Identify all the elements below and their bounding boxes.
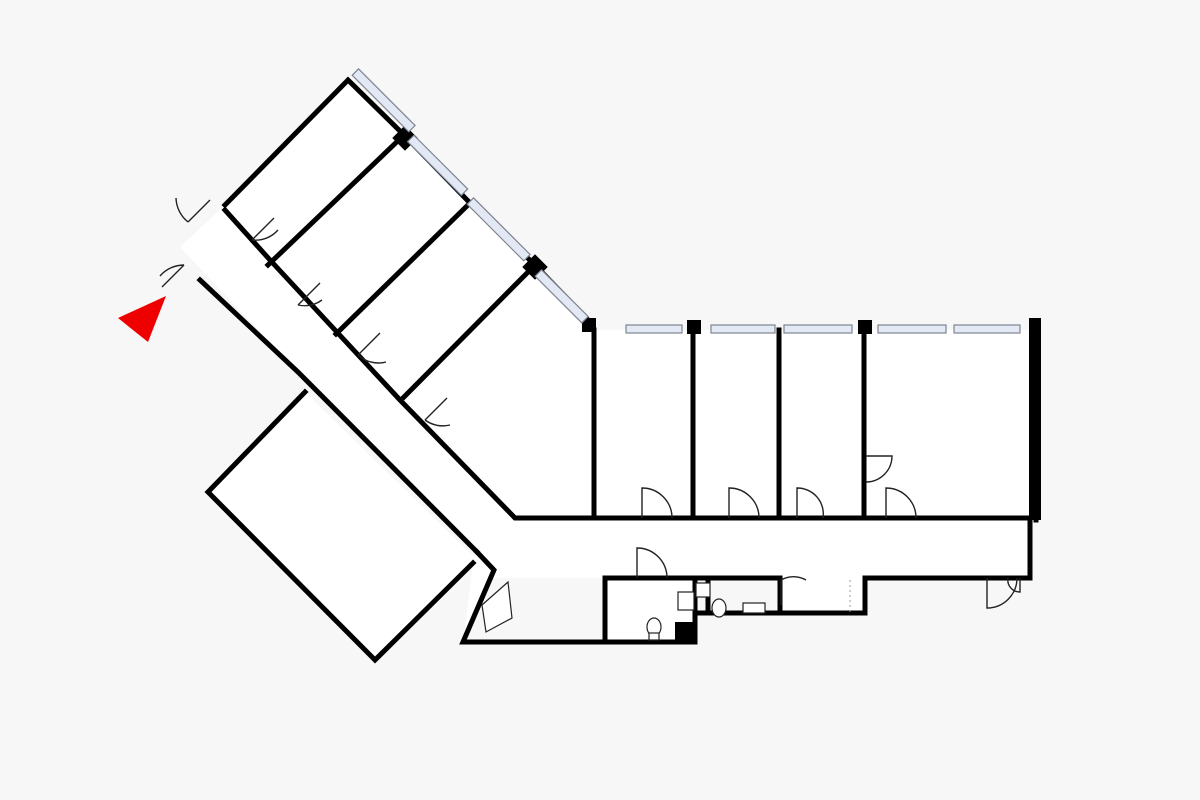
- entrance-marker-icon: [118, 296, 166, 342]
- storage-outline: [204, 388, 477, 664]
- door-swing-icon[interactable]: [885, 487, 917, 519]
- window-icon: [877, 324, 947, 334]
- door-swing-icon[interactable]: [297, 282, 323, 307]
- corridor-bottom-wall: [459, 548, 608, 645]
- sink-icon: [695, 582, 711, 598]
- entrance-door-icon[interactable]: [159, 264, 185, 288]
- wc-block-wall-2: [692, 575, 783, 616]
- window-icon: [466, 197, 531, 262]
- north-west-exterior-wall: [221, 76, 408, 209]
- sink-icon: [677, 591, 695, 611]
- doors: [159, 197, 1021, 612]
- column-3: [582, 318, 596, 332]
- column-4: [687, 320, 701, 334]
- toilet-icon: [648, 632, 660, 641]
- window-icon: [710, 324, 776, 334]
- main-floor-area: [180, 80, 1036, 642]
- sink-icon: [742, 602, 766, 614]
- partition-2: [332, 199, 474, 338]
- window-icon: [783, 324, 853, 334]
- lobby-wall: [777, 575, 1033, 616]
- door-swing-icon[interactable]: [796, 487, 825, 519]
- window-icon: [625, 324, 683, 334]
- door-swing-icon[interactable]: [251, 217, 279, 241]
- sink-icon: [481, 580, 513, 633]
- door-swing-icon[interactable]: [357, 332, 387, 364]
- room-fills: [180, 80, 1036, 660]
- door-swing-icon[interactable]: [636, 547, 668, 579]
- wc-column: [675, 622, 695, 642]
- column-6: [1029, 318, 1041, 520]
- door-swing-icon[interactable]: [641, 487, 673, 519]
- toilet-icon: [711, 598, 727, 618]
- corridor-north-wall: [221, 206, 1033, 581]
- door-swing-icon[interactable]: [1007, 577, 1021, 593]
- partition-1: [264, 131, 408, 269]
- door-swing-icon[interactable]: [728, 487, 760, 519]
- window-icon: [351, 68, 416, 133]
- corridor-south-wall: [196, 276, 481, 556]
- partition-3: [400, 261, 539, 401]
- window-icon: [406, 134, 469, 197]
- storage-room: [208, 392, 477, 660]
- entrance-door-icon[interactable]: [175, 197, 211, 223]
- door-swing-icon[interactable]: [424, 397, 451, 427]
- column-5: [858, 320, 872, 334]
- door-swing-icon[interactable]: [865, 455, 893, 483]
- fixtures: [481, 580, 766, 641]
- door-swing-icon[interactable]: [986, 577, 1018, 609]
- windows: [351, 68, 1021, 334]
- window-icon: [953, 324, 1021, 334]
- window-icon: [534, 268, 590, 324]
- door-swing-icon[interactable]: [780, 576, 807, 605]
